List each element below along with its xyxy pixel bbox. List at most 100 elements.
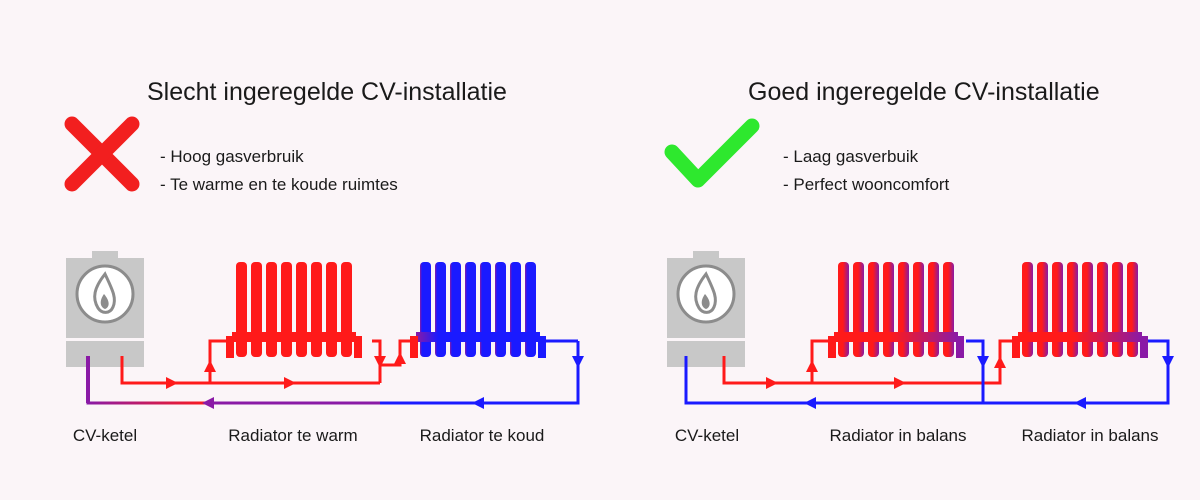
radiator-fin xyxy=(326,262,337,357)
return-pipe xyxy=(684,339,1170,405)
radiator-icon xyxy=(828,262,964,358)
radiator-valve-right xyxy=(1140,336,1148,358)
flow-arrow-icon xyxy=(374,356,386,368)
radiator-fin xyxy=(296,262,307,357)
radiator-valve-right xyxy=(538,336,546,358)
radiator-fin xyxy=(510,262,521,357)
bullet-item: - Perfect wooncomfort xyxy=(783,175,950,194)
radiator-fin xyxy=(236,262,247,357)
radiator-icon xyxy=(410,262,546,358)
flow-arrow-icon xyxy=(202,397,214,409)
caption-radiator-1: Radiator te warm xyxy=(228,426,358,445)
bullet-item: - Hoog gasverbruik xyxy=(160,147,304,166)
supply-pipe xyxy=(372,339,382,383)
radiator-valve-left xyxy=(410,336,418,358)
radiator-fin xyxy=(913,262,924,357)
radiator-bar xyxy=(232,332,356,342)
radiator-bar xyxy=(416,332,540,342)
return-pipe xyxy=(380,341,580,405)
radiator-fin xyxy=(943,262,954,357)
radiator-fin xyxy=(838,262,849,357)
radiator-fin xyxy=(1127,262,1138,357)
radiator-fin xyxy=(435,262,446,357)
flow-arrow-icon xyxy=(1074,397,1086,409)
flow-arrow-icon xyxy=(204,360,216,372)
panel-title: Goed ingeregelde CV-installatie xyxy=(748,78,1100,106)
caption-boiler: CV-ketel xyxy=(674,426,740,445)
flame-icon xyxy=(694,271,717,314)
radiator-fin xyxy=(420,262,431,357)
radiator-fin xyxy=(928,262,939,357)
radiator-fin xyxy=(251,262,262,357)
radiator-fin xyxy=(480,262,491,357)
return-pipe xyxy=(966,339,985,403)
flow-arrow-icon xyxy=(572,356,584,368)
radiator-fin xyxy=(1052,262,1063,357)
bullet-item: - Te warme en te koude ruimtes xyxy=(160,175,398,194)
radiator-valve-left xyxy=(1012,336,1020,358)
flow-arrow-icon xyxy=(284,377,296,389)
boiler-icon xyxy=(667,251,745,367)
flow-arrow-icon xyxy=(804,397,816,409)
caption-radiator-2: Radiator te koud xyxy=(419,426,545,445)
checkmark-icon xyxy=(664,118,760,188)
diagram-bad xyxy=(64,116,584,409)
radiator-fin xyxy=(853,262,864,357)
radiator-fin xyxy=(311,262,322,357)
radiator-fin xyxy=(281,262,292,357)
radiator-fin xyxy=(1037,262,1048,357)
radiator-fin xyxy=(341,262,352,357)
radiator-fin xyxy=(525,262,536,357)
flow-arrow-icon xyxy=(472,397,484,409)
radiator-fin xyxy=(1022,262,1033,357)
radiator-fin xyxy=(495,262,506,357)
flow-arrow-icon xyxy=(894,377,906,389)
radiator-fin xyxy=(1082,262,1093,357)
radiator-fin xyxy=(465,262,476,357)
radiator-fin xyxy=(266,262,277,357)
supply-pipe xyxy=(722,356,983,385)
boiler-icon xyxy=(66,251,144,367)
flow-arrow-icon xyxy=(766,377,778,389)
radiator-icon xyxy=(226,262,362,358)
radiator-valve-right xyxy=(956,336,964,358)
panel-title: Slecht ingeregelde CV-installatie xyxy=(147,78,507,106)
flame-core xyxy=(100,294,109,309)
radiator-fin xyxy=(1097,262,1108,357)
caption-radiator-1: Radiator in balans xyxy=(829,426,967,445)
radiator-fin xyxy=(1112,262,1123,357)
supply-pipe xyxy=(120,356,380,385)
return-riser xyxy=(86,356,90,403)
boiler-top xyxy=(693,251,719,260)
radiator-valve-right xyxy=(354,336,362,358)
flow-arrow-icon xyxy=(977,356,989,368)
boiler-base xyxy=(667,341,745,367)
flame-icon xyxy=(93,271,116,314)
bullet-list: - Laag gasverbuik - Perfect wooncomfort xyxy=(783,143,949,199)
radiator-bar xyxy=(1018,332,1142,342)
cross-icon xyxy=(64,116,140,192)
caption-boiler: CV-ketel xyxy=(72,426,138,445)
flame-core xyxy=(701,294,710,309)
flow-arrow-icon xyxy=(994,356,1006,368)
boiler-top xyxy=(92,251,118,260)
radiator-fin xyxy=(868,262,879,357)
flow-arrow-icon xyxy=(1162,356,1174,368)
flow-arrow-icon xyxy=(394,352,406,364)
boiler-dial xyxy=(676,264,736,324)
flow-arrow-icon xyxy=(806,360,818,372)
radiator-bar xyxy=(834,332,958,342)
caption-radiator-2: Radiator in balans xyxy=(1021,426,1159,445)
boiler-dial xyxy=(75,264,135,324)
bullet-list: - Hoog gasverbruik - Te warme en te koud… xyxy=(160,143,398,199)
diagram-good xyxy=(664,118,1174,409)
radiator-icon xyxy=(1012,262,1148,358)
radiator-fin xyxy=(450,262,461,357)
radiator-fin xyxy=(898,262,909,357)
bullet-item: - Laag gasverbuik xyxy=(783,147,919,166)
radiator-valve-left xyxy=(828,336,836,358)
flow-arrow-icon xyxy=(166,377,178,389)
boiler-base xyxy=(66,341,144,367)
radiator-valve-left xyxy=(226,336,234,358)
